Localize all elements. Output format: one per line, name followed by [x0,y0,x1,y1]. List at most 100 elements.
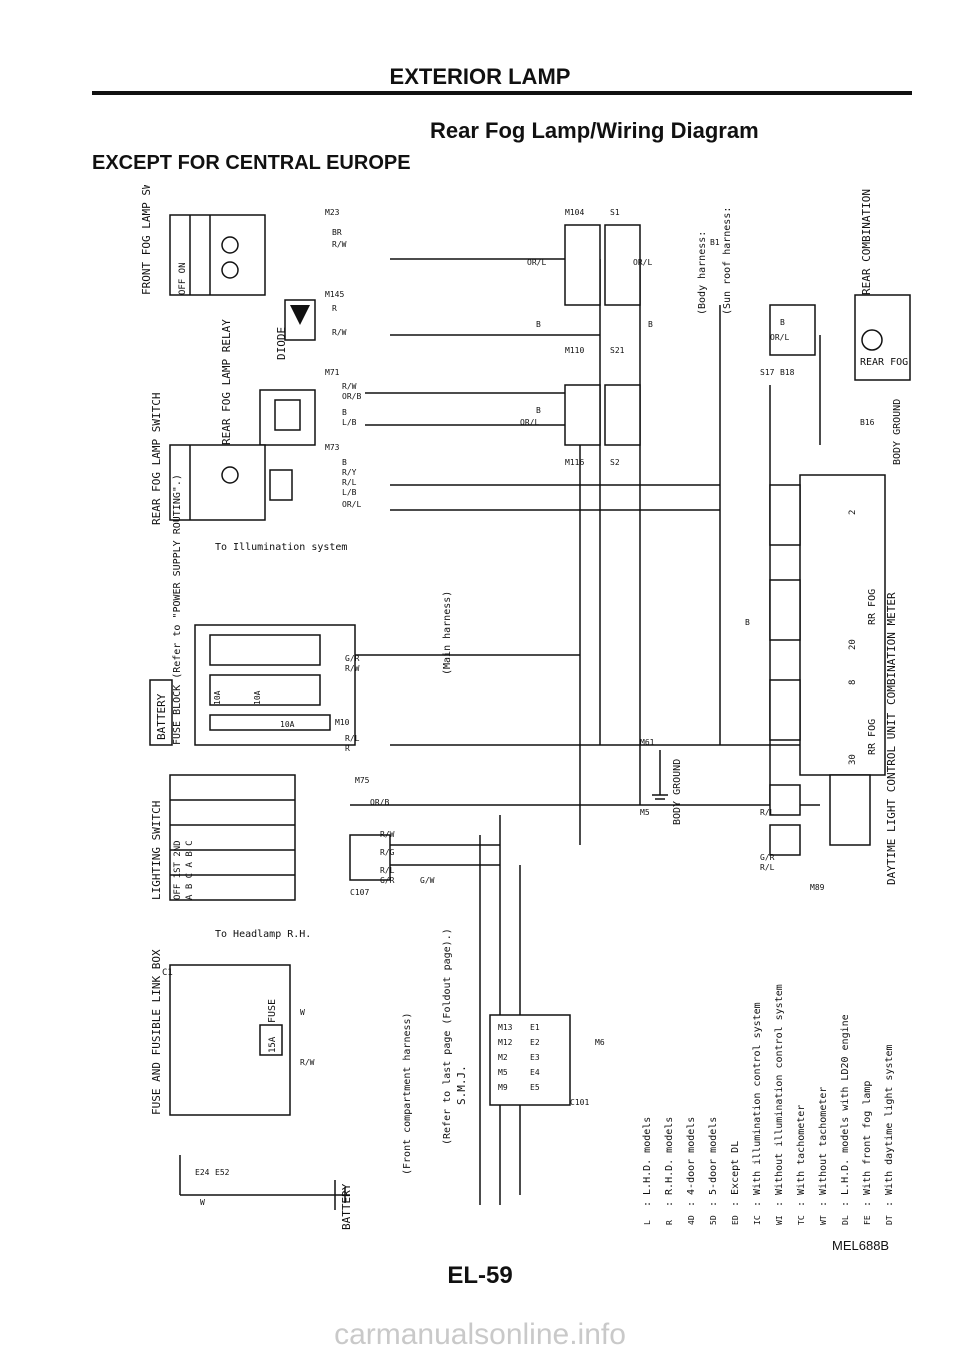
wiring-diagram: FRONT FOG LAMP SWITCH OFF ON DIODE REAR … [140,185,911,1230]
wire-color-label: OR/L [520,418,539,427]
wire-color-label: L/B [342,488,357,497]
diode [284,299,316,341]
legend-code: L [643,1220,652,1225]
smj-terminal: E2 [530,1038,540,1047]
lighting-switch-positions: OFF 1ST 2ND [173,840,183,900]
main-harness-label: (Main harness) [442,591,453,675]
fuse-link-box [169,964,291,1116]
legend-code: WI [775,1215,784,1225]
wire-color-label: R [332,304,337,313]
body-ground-label: BODY GROUND [892,399,903,465]
smj-terminal-block: M13 M12 M2 M5 M9 E1 E2 E3 E4 E5 [489,1014,571,1106]
legend-code: R [665,1220,674,1225]
smj-terminal: E4 [530,1068,540,1077]
combination-meter-box [769,474,886,776]
legend-item: IC : With illumination control system [752,1002,763,1225]
smj-terminal: E1 [530,1023,540,1032]
region-label: EXCEPT FOR CENTRAL EUROPE [92,152,411,174]
wire-color-label: OR/B [370,798,389,807]
rear-combi-label: REAR COMBINATION LAMP L.H. [860,185,873,295]
meter-terminal: 30 [848,754,858,765]
connector-code: E24 [195,1168,210,1177]
connector-code: M23 [325,208,340,217]
fuse-link-box-code: C1 [162,968,173,978]
wire-color-label: G/R [345,654,360,663]
connector-code: E52 [215,1168,230,1177]
connector-code: M116 [565,458,584,467]
fuse-block [194,624,356,746]
meter-terminal: 2 [848,510,858,515]
legend-item: 5D : 5-door models [708,1117,719,1225]
wire-color-label: R/W [332,240,347,249]
connector-codes: M23 M145 M71 M73 M10 M75 C107 M104 M110 … [195,208,875,1177]
legend-item: WI : Without illumination control system [774,984,785,1225]
body-ground-symbol [652,750,668,800]
wire-color-label: W [300,1008,305,1017]
legend-code: 4D [687,1215,696,1225]
legend-item: TC : With tachometer [796,1105,807,1225]
legend-code: ED [731,1215,740,1225]
connector-code: M5 [640,808,650,817]
smj-ref-label: (Refer to last page (Foldout page).) [442,928,453,1145]
lighting-switch-label: LIGHTING SWITCH [150,801,163,900]
rear-fog-relay [259,389,316,446]
wire-color-label: B [342,408,347,417]
watermark: carmanualsonline.info [334,1318,626,1351]
legend-text: : With illumination control system [752,1002,763,1207]
wire-color-label: BR [332,228,342,237]
page-number: EL-59 [447,1262,513,1289]
illumination-label: To Illumination system [215,542,347,553]
wire-color-label: B [536,406,541,415]
connector-code: S21 [610,346,625,355]
wire-color-label: L/B [342,418,357,427]
battery-symbol [334,1180,346,1210]
connector-code: M104 [565,208,584,217]
fuse-10a-1: 10A [213,690,222,705]
smj-terminal: M9 [498,1083,508,1092]
legend-text: : With tachometer [796,1105,807,1207]
legend-code: 5D [709,1215,718,1225]
connector-code: M6 [595,1038,605,1047]
meter-terminals: 20 2 30 8 [848,510,858,765]
wire-color-label: OR/L [342,500,361,509]
legend: L : L.H.D. models R : R.H.D. models 4D :… [642,984,895,1225]
figure-code: MEL688B [832,1238,890,1253]
rear-fog-label: REAR FOG [860,357,908,368]
rear-combination-lamp [769,294,911,381]
wire-color-label: R/Y [342,468,357,477]
legend-text: : Without illumination control system [774,984,785,1207]
wire-color-label: R/L [760,863,775,872]
wire-color-label: G/R [380,876,395,885]
front-harness-label: (Front compartment harness) [402,1012,413,1175]
diagram-title: Rear Fog Lamp/Wiring Diagram [430,118,759,143]
legend-item: ED : Except DL [730,1141,741,1225]
wire-color-label: R/W [332,328,347,337]
fuse-10a-2: 10A [253,690,262,705]
fuse-label: FUSE [267,999,278,1023]
legend-code: FE [863,1215,872,1225]
wire-color-label: R/G [380,848,395,857]
connector-code: M61 [640,738,655,747]
legend-text: : L.H.D. models with LD20 engine [840,1014,851,1207]
wire-color-label: R [345,744,350,753]
legend-item: 4D : 4-door models [686,1117,697,1225]
wire-bundle [179,258,840,1205]
daytime-unit-box [769,774,871,856]
legend-text: : 4-door models [686,1117,697,1207]
battery-box [149,679,173,746]
legend-item: FE : With front fog lamp [862,1081,873,1225]
wire-color-label: OR/L [770,333,789,342]
wire-color-label: R/L [345,734,360,743]
wire-color-label: OR/L [633,258,652,267]
wire-color-labels: BR R/W R R/W R/W OR/B B L/B B R/Y R/L L/… [200,228,789,1207]
legend-item: R : R.H.D. models [664,1117,675,1225]
wire-color-label: R/L [342,478,357,487]
rr-fog2-label: RR FOG [867,719,878,755]
connector-code: B16 [860,418,875,427]
battery-label: BATTERY [155,693,168,740]
title-rule [92,91,912,95]
rear-fog-switch-label: REAR FOG LAMP SWITCH [150,393,163,525]
connector-code: M145 [325,290,344,299]
legend-code: IC [753,1215,762,1225]
lighting-switch-cols: A B C A B C [185,840,195,900]
